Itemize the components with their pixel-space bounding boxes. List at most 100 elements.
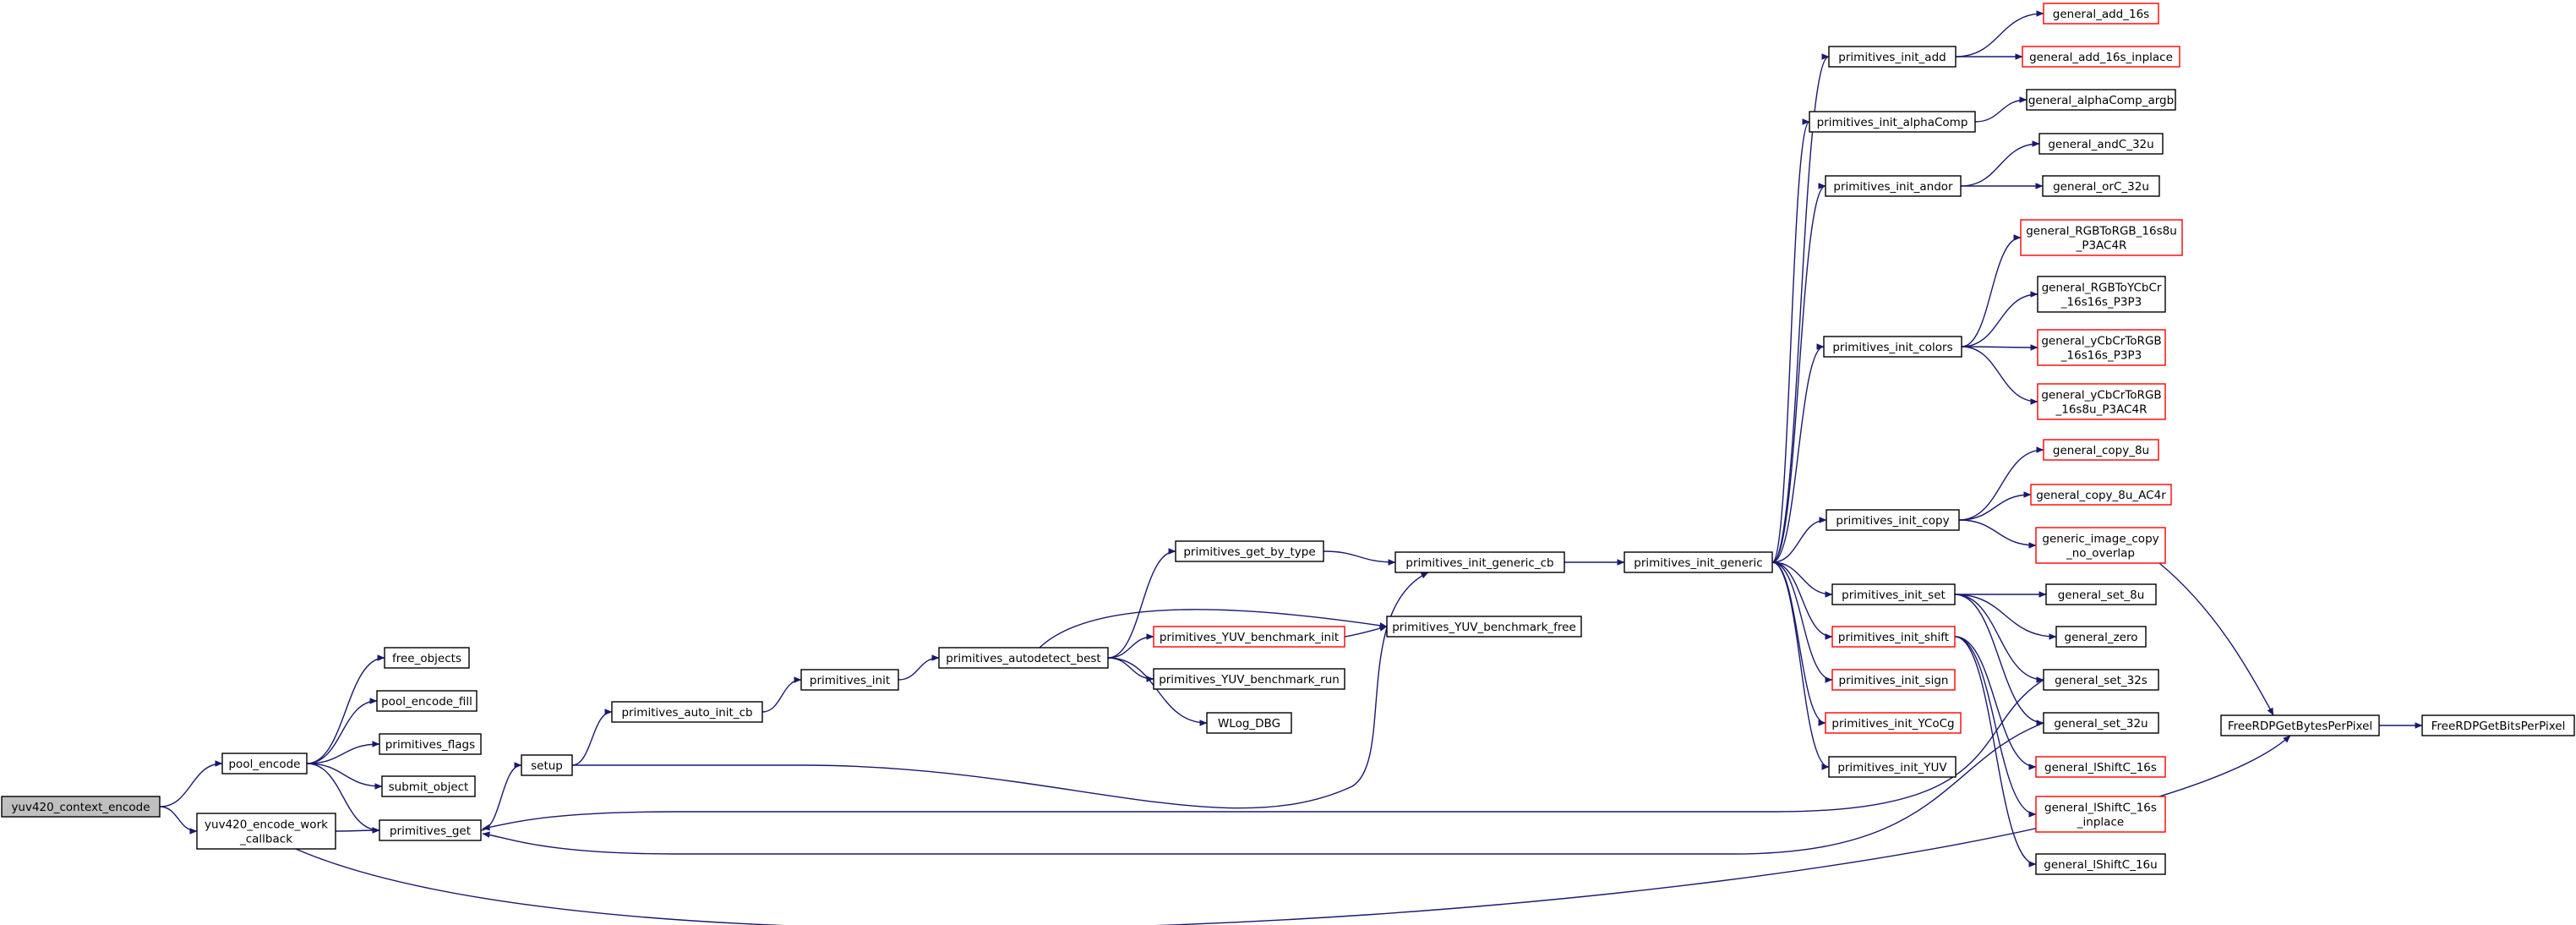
node-general_lShiftC_16s_inplace[interactable]: general_lShiftC_16s_inplace [2035, 796, 2166, 833]
node-label: general_lShiftC_16s [2044, 761, 2157, 774]
node-primitives_flags[interactable]: primitives_flags [379, 733, 482, 755]
node-primitives_init_YCoCg[interactable]: primitives_init_YCoCg [1825, 712, 1962, 734]
node-primitives_init_shift[interactable]: primitives_init_shift [1831, 626, 1956, 648]
edge-primitives_init_generic-to-primitives_init_shift [1771, 561, 1833, 640]
node-primitives_get_by_type[interactable]: primitives_get_by_type [1175, 540, 1324, 562]
node-primitives_YUV_benchmark_init[interactable]: primitives_YUV_benchmark_init [1153, 626, 1345, 648]
node-box [938, 647, 1109, 669]
node-primitives_init_generic_cb[interactable]: primitives_init_generic_cb [1394, 551, 1565, 573]
node-primitives_init_sign[interactable]: primitives_init_sign [1831, 669, 1956, 691]
node-label: primitives_YUV_benchmark_run [1159, 673, 1340, 687]
node-label: free_objects [392, 652, 461, 665]
edge-primitives_init_generic-to-primitives_init_add [1771, 53, 1830, 563]
edge-yuv420_context_encode-to-pool_encode [159, 760, 223, 807]
node-free_objects[interactable]: free_objects [384, 647, 470, 669]
node-primitives_init_copy[interactable]: primitives_init_copy [1826, 509, 1960, 531]
node-box [1, 796, 161, 818]
node-label: general_RGBToYCbCr [2042, 282, 2162, 295]
node-label: primitives_autodetect_best [946, 652, 1100, 665]
node-pool_encode_fill[interactable]: pool_encode_fill [376, 690, 478, 712]
node-label: primitives_init_add [1838, 51, 1946, 64]
node-box [2037, 329, 2166, 366]
node-label: general_add_16s [2053, 8, 2149, 21]
node-general_RGBToYCbCr_16s16s_P3P3[interactable]: general_RGBToYCbCr_16s16s_P3P3 [2037, 276, 2166, 313]
node-box [2035, 756, 2166, 778]
edge-pool_encode-to-pool_encode_fill [306, 698, 378, 764]
edge-primitives_init_copy-to-general_copy_8u_AC4r [1958, 491, 2032, 521]
node-label: primitives_get [390, 824, 471, 838]
node-primitives_init_generic[interactable]: primitives_init_generic [1624, 551, 1773, 573]
node-box [1831, 669, 1956, 691]
node-primitives_auto_init_cb[interactable]: primitives_auto_init_cb [611, 701, 763, 723]
node-FreeRDPGetBitsPerPixel[interactable]: FreeRDPGetBitsPerPixel [2421, 714, 2575, 736]
node-label: general_yCbCrToRGB [2041, 389, 2161, 402]
node-pool_encode[interactable]: pool_encode [221, 753, 308, 774]
node-label: general_add_16s_inplace [2029, 51, 2173, 64]
node-general_lShiftC_16u[interactable]: general_lShiftC_16u [2035, 853, 2166, 875]
node-general_orC_32u[interactable]: general_orC_32u [2042, 175, 2160, 197]
node-setup[interactable]: setup [521, 754, 573, 776]
node-FreeRDPGetBytesPerPixel[interactable]: FreeRDPGetBytesPerPixel [2220, 714, 2380, 736]
node-general_yCbCrToRGB_16s16s_P3P3[interactable]: general_yCbCrToRGB_16s16s_P3P3 [2037, 329, 2166, 366]
node-general_copy_8u_AC4r[interactable]: general_copy_8u_AC4r [2030, 484, 2172, 506]
node-primitives_init_andor[interactable]: primitives_init_andor [1825, 175, 1962, 197]
node-general_alphaComp_argb[interactable]: general_alphaComp_argb [2026, 89, 2176, 111]
node-general_set_32s[interactable]: general_set_32s [2043, 669, 2159, 691]
node-primitives_init[interactable]: primitives_init [800, 669, 899, 691]
node-box [2038, 133, 2164, 155]
node-label: _callback [239, 833, 292, 846]
node-general_add_16s[interactable]: general_add_16s [2043, 3, 2159, 25]
node-box [1809, 111, 1976, 133]
node-label: general_set_32u [2054, 717, 2148, 731]
edge-primitives_get_by_type-to-primitives_init_generic_cb [1323, 550, 1396, 566]
node-general_set_32u[interactable]: general_set_32u [2043, 712, 2159, 734]
edge-setup-to-primitives_auto_init_cb [571, 709, 613, 766]
node-label: general_orC_32u [2053, 180, 2149, 194]
node-primitives_YUV_benchmark_run[interactable]: primitives_YUV_benchmark_run [1153, 668, 1345, 690]
node-primitives_init_alphaComp[interactable]: primitives_init_alphaComp [1809, 111, 1976, 133]
node-generic_image_copy_no_overlap[interactable]: generic_image_copy_no_overlap [2035, 527, 2166, 564]
node-label: primitives_init_shift [1838, 631, 1949, 644]
node-box [384, 647, 470, 669]
node-label: general_lShiftC_16u [2044, 858, 2157, 872]
node-general_andC_32u[interactable]: general_andC_32u [2038, 133, 2164, 155]
edge-yuv420_context_encode-to-yuv420_encode_work_callback [159, 806, 198, 835]
edge-yuv420_encode_work_callback-to-primitives_get [335, 827, 380, 834]
node-box [2035, 796, 2166, 833]
node-primitives_YUV_benchmark_free[interactable]: primitives_YUV_benchmark_free [1386, 616, 1582, 638]
node-box [2055, 626, 2147, 648]
node-label: _P3AC4R [2076, 239, 2127, 253]
node-submit_object[interactable]: submit_object [381, 775, 476, 797]
node-general_yCbCrToRGB_16s8u_P3AC4R[interactable]: general_yCbCrToRGB_16s8u_P3AC4R [2037, 383, 2166, 420]
node-general_lShiftC_16s[interactable]: general_lShiftC_16s [2035, 756, 2166, 778]
node-general_copy_8u[interactable]: general_copy_8u [2043, 439, 2159, 461]
node-label: primitives_init_sign [1839, 674, 1949, 687]
node-primitives_init_YUV[interactable]: primitives_init_YUV [1828, 756, 1957, 778]
edge-setup-to-primitives_init_generic_cb [572, 572, 1429, 809]
node-box [2045, 583, 2157, 605]
node-primitives_init_set[interactable]: primitives_init_set [1831, 583, 1956, 605]
edge-pool_encode-to-primitives_flags [306, 741, 380, 764]
node-yuv420_encode_work_callback[interactable]: yuv420_encode_work_callback [196, 813, 336, 850]
node-label: general_RGBToRGB_16s8u [2026, 225, 2177, 238]
node-primitives_init_add[interactable]: primitives_init_add [1828, 46, 1957, 68]
node-general_RGBToRGB_16s8u_P3AC4R[interactable]: general_RGBToRGB_16s8u_P3AC4R [2020, 219, 2183, 256]
node-primitives_init_colors[interactable]: primitives_init_colors [1823, 336, 1962, 358]
node-label: _no_overlap [2066, 547, 2135, 561]
node-label: FreeRDPGetBytesPerPixel [2228, 720, 2372, 733]
edge-primitives_init_generic-to-primitives_init_colors [1771, 343, 1825, 563]
node-box [2037, 276, 2166, 313]
node-general_add_16s_inplace[interactable]: general_add_16s_inplace [2022, 46, 2180, 68]
node-general_set_8u[interactable]: general_set_8u [2045, 583, 2157, 605]
node-label: primitives_init_YCoCg [1831, 717, 1954, 731]
node-WLog_DBG[interactable]: WLog_DBG [1206, 712, 1292, 734]
node-box [1831, 583, 1956, 605]
node-box [2043, 3, 2159, 25]
node-primitives_autodetect_best[interactable]: primitives_autodetect_best [938, 647, 1109, 669]
node-label: submit_object [389, 780, 469, 794]
node-label: _16s16s_P3P3 [2060, 296, 2142, 309]
node-primitives_get[interactable]: primitives_get [379, 819, 482, 841]
node-yuv420_context_encode[interactable]: yuv420_context_encode [1, 796, 161, 818]
edge-primitives_autodetect_best-to-primitives_YUV_benchmark_init [1107, 633, 1154, 659]
node-general_zero[interactable]: general_zero [2055, 626, 2147, 648]
